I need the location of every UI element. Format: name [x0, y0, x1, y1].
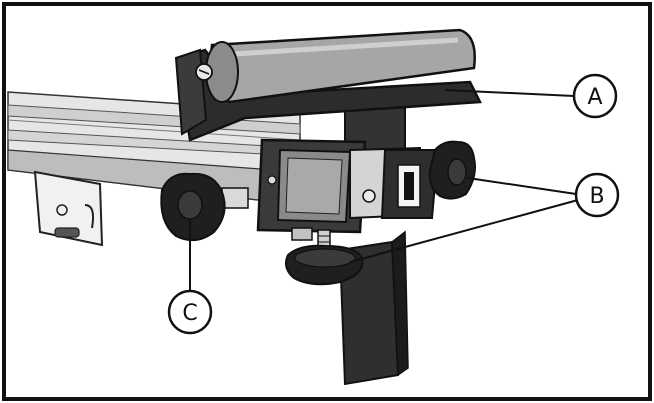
leader-line-b-side — [467, 177, 577, 195]
knob-b-side — [428, 140, 476, 200]
leader-line-a — [444, 89, 575, 97]
mounting-bracket — [33, 170, 104, 247]
callout-a-label: A — [587, 85, 602, 110]
callout-c: C — [167, 289, 213, 335]
side-slot-block — [349, 146, 440, 220]
leader-line-b-bottom — [349, 199, 579, 263]
callout-c-label: C — [182, 301, 197, 326]
callout-a: A — [572, 73, 618, 119]
knob-c — [160, 172, 249, 242]
callout-b-label: B — [589, 184, 604, 209]
clamp-housing — [256, 138, 367, 234]
knob-b-bottom — [285, 227, 364, 286]
roller — [195, 28, 476, 104]
callout-b: B — [574, 172, 620, 218]
vertical-post — [338, 230, 409, 386]
